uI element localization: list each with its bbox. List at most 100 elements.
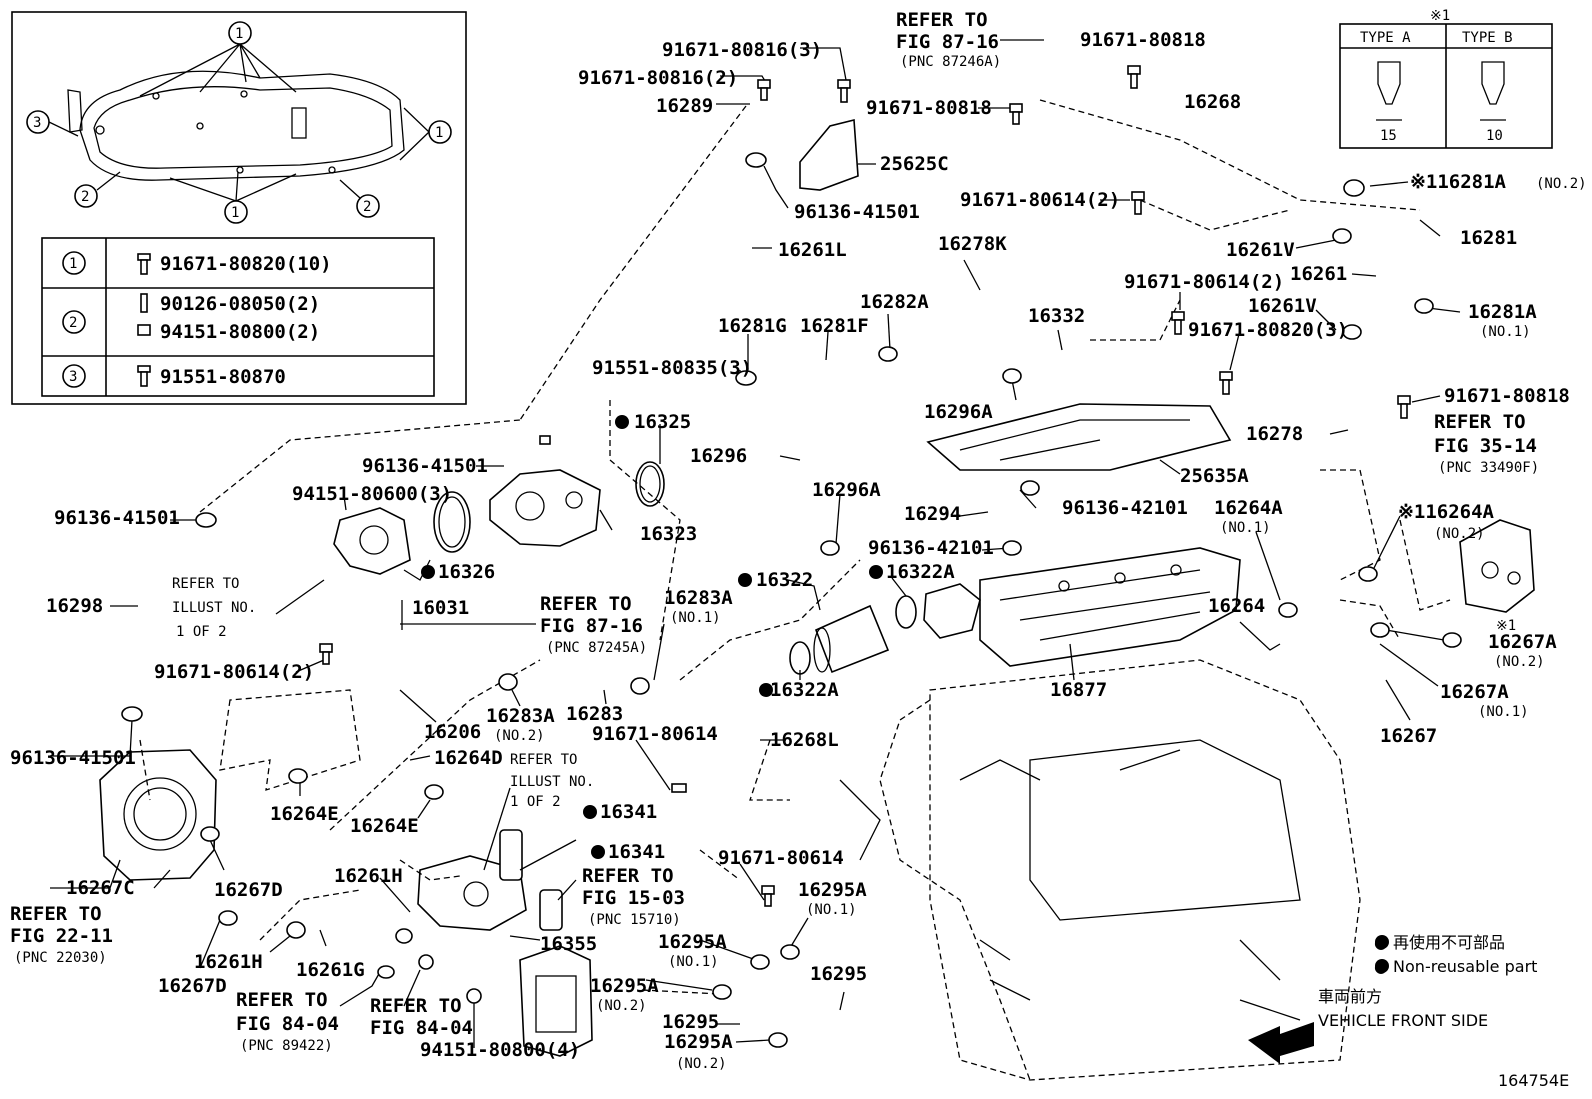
label: 16278K [938,233,1007,255]
label: 16282A [860,291,929,313]
svg-text:2: 2 [69,315,77,331]
label: 16341 [608,841,665,863]
gasket-16325 [635,461,665,507]
label: 16267D [158,975,227,997]
engine-outline [839,659,1361,1081]
label: 1 OF 2 [176,624,227,640]
pipe-16322 [789,595,917,675]
label: 16323 [640,523,697,545]
label: REFER TO [172,576,239,592]
hose-16031-b-core [310,566,360,620]
label: 16268 [1184,91,1241,113]
label: 16296A [924,401,993,423]
label: 91671-80614 [592,723,718,745]
hose-16261-core [1354,246,1386,326]
svg-text:3: 3 [33,115,41,131]
label: 16281 [1460,227,1517,249]
hose-16295-b-core [786,950,832,1056]
label: 16295 [662,1011,719,1033]
label: 16264A [1214,497,1283,519]
label: (PNC 15710) [588,912,681,928]
hose-16295-core [734,964,782,1032]
hose-16278-b-core [1334,360,1368,584]
label: 16278 [1246,423,1303,445]
label: 16281A [1468,301,1537,323]
label: ※116264A [1398,501,1495,523]
clamps-and-bolts [121,65,1462,1048]
label: 91671-80818 [1080,29,1206,51]
label: FIG 84-04 [236,1013,339,1035]
label: ※1 [1496,618,1516,634]
svg-text:15: 15 [1380,128,1397,144]
label: 16264E [270,803,339,825]
label: FIG 15-03 [582,887,685,909]
svg-text:※1: ※1 [1430,8,1450,24]
throttle-body-16267C [99,749,217,881]
bracket-25625C [799,118,859,191]
label: 16322A [770,679,839,701]
label: FIG 87-16 [896,31,999,53]
legend-en: ● Non-reusable part [1374,957,1537,976]
connector-16322A [923,583,981,639]
label: (NO.2) [1494,654,1545,670]
label: 91671-80816(2) [578,67,738,89]
gasket-inset: 1 1 3 2 1 2 1 2 3 91671-80820(10) 90126- [11,11,467,405]
label: 91671-80614(2) [154,661,314,683]
label: 16261V [1248,295,1317,317]
stud-icon [140,293,148,313]
clamp-type-box: ※1 TYPE A TYPE B 15 10 [1339,8,1553,149]
label: 91671-80816(3) [662,39,822,61]
label: REFER TO [1434,411,1526,433]
water-pump-16323 [489,469,601,547]
label: 16264E [350,815,419,837]
callout-2-right [356,194,380,218]
label: 91671-80818 [866,97,992,119]
gasket-16326 [433,491,471,553]
hose-16294-core [984,478,1026,530]
label: 96136-41501 [794,201,920,223]
label: (NO.2) [1536,176,1587,192]
label: 16206 [424,721,481,743]
label: (NO.2) [494,728,545,744]
label: 16261H [194,951,263,973]
label: REFER TO [540,593,632,615]
hose-16264-core [1278,594,1350,702]
label: 91551-80835(3) [592,357,752,379]
type-b-label: TYPE B [1462,30,1513,46]
label: 16281G [718,315,787,337]
hose-16261G-core [309,923,407,953]
label: FIG 84-04 [370,1017,473,1039]
label: 16326 [438,561,495,583]
label: (NO.1) [1220,520,1271,536]
label: 16332 [1028,305,1085,327]
label: (NO.2) [596,998,647,1014]
label: 16264 [1208,595,1265,617]
hose-16281F-core [761,363,869,387]
hose-16268L [677,685,781,921]
label: 91671-80820(3) [1188,319,1348,341]
label: 96136-41501 [10,747,136,769]
non-reusable-bullet-icon [1375,959,1389,973]
label: (PNC 89422) [240,1038,333,1054]
label: 96136-42101 [1062,497,1188,519]
leader-lines [50,39,1461,1048]
label: 16261G [296,959,365,981]
vehicle-front-arrow-icon [1248,1022,1314,1064]
non-reusable-bullet-icon [1375,935,1389,949]
hose-16268L-b-core [700,716,764,934]
inset-part-3: 91551-80870 [160,366,286,388]
cover-25635A [926,403,1232,471]
non-reusable-markers [421,415,883,859]
label: 16341 [600,801,657,823]
label: 96136-42101 [868,537,994,559]
label: FIG 22-11 [10,925,113,947]
label: REFER TO [582,865,674,887]
svg-text:2: 2 [363,199,371,215]
label: 16268L [770,729,839,751]
label: 16294 [904,503,961,525]
water-outlet-16355 [417,855,527,931]
hose-16298-core [120,528,204,706]
svg-text:1: 1 [69,256,77,272]
label: ILLUST NO. [510,774,594,790]
